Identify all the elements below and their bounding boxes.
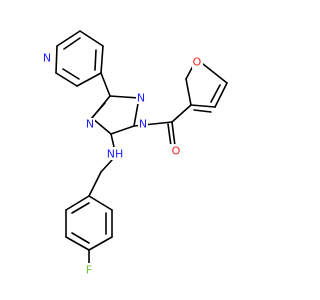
fluorine-label: F bbox=[86, 264, 92, 277]
bond bbox=[79, 30, 104, 47]
bond bbox=[100, 159, 113, 173]
bond bbox=[55, 72, 78, 87]
bond bbox=[214, 82, 228, 108]
bond bbox=[167, 123, 172, 147]
triazole-left-nitrogen: N bbox=[85, 118, 95, 131]
bond bbox=[185, 78, 192, 106]
triazole-ring-nitrogen: N bbox=[138, 118, 148, 131]
bond bbox=[88, 195, 113, 211]
bond bbox=[65, 236, 90, 251]
bond bbox=[100, 72, 111, 97]
bond bbox=[89, 102, 106, 121]
bond bbox=[190, 104, 216, 108]
bond bbox=[71, 202, 90, 214]
triazole-upper-nitrogen-label: N bbox=[137, 92, 145, 105]
furan-oxygen: O bbox=[192, 56, 203, 69]
bond bbox=[94, 49, 97, 71]
triazole-ring-nitrogen-label: N bbox=[139, 118, 147, 131]
bond bbox=[171, 104, 192, 123]
bond bbox=[88, 236, 113, 251]
bond bbox=[109, 95, 140, 99]
bond-lines bbox=[55, 30, 228, 265]
pyridine-nitrogen: N bbox=[42, 52, 52, 65]
bond bbox=[110, 133, 115, 148]
atom-labels: N N N N NH O O F bbox=[42, 52, 203, 277]
fluorine-atom: F bbox=[84, 263, 94, 277]
carbonyl-oxygen: O bbox=[170, 144, 181, 158]
bond bbox=[71, 232, 90, 244]
pyridine-nitrogen-label: N bbox=[43, 52, 51, 65]
bond bbox=[171, 121, 176, 147]
bond bbox=[110, 125, 135, 135]
bond bbox=[193, 109, 212, 113]
bond bbox=[210, 84, 221, 103]
bond bbox=[65, 195, 90, 211]
bond bbox=[56, 30, 81, 47]
bond bbox=[62, 68, 80, 80]
bond bbox=[100, 45, 104, 74]
amine-nh-label: NH bbox=[107, 148, 124, 161]
triazole-upper-nitrogen: N bbox=[136, 92, 146, 105]
bond bbox=[76, 72, 102, 87]
bond bbox=[91, 117, 112, 135]
amine-nh: NH bbox=[105, 147, 125, 161]
bond bbox=[88, 171, 102, 197]
bond bbox=[202, 63, 228, 84]
bond bbox=[55, 45, 58, 74]
bond bbox=[185, 65, 194, 80]
molecule-structure-diagram: N N N N NH O O F bbox=[42, 30, 228, 277]
furan-oxygen-label: O bbox=[193, 56, 202, 69]
carbonyl-oxygen-label: O bbox=[172, 145, 181, 158]
triazole-left-nitrogen-label: N bbox=[86, 118, 94, 131]
bond bbox=[63, 37, 81, 50]
